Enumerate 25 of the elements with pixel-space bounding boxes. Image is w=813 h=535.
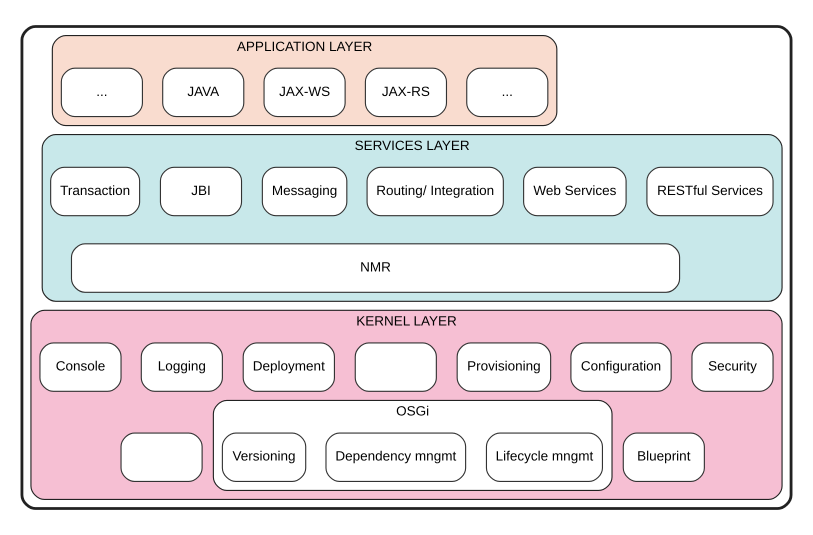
node-box: Configuration [570,342,672,392]
node-box: Logging [140,342,223,392]
node-box [354,342,437,392]
node-box: Routing/ Integration [366,166,504,216]
node-box: JAVA [162,68,244,118]
node-box: ... [60,68,143,118]
node-box: Dependency mngmt [325,432,466,482]
node-box: Blueprint [622,432,705,482]
node-box: Transaction [50,166,140,216]
node-box: Web Services [523,166,627,216]
node-box: Deployment [242,342,335,392]
node-box: Versioning [222,432,306,482]
node-box: NMR [70,243,680,293]
node-box [120,432,203,482]
node-box: Provisioning [456,342,552,392]
node-box: Messaging [262,166,348,216]
node-box: Console [39,342,122,392]
node-box: JAX-RS [364,68,448,118]
node-box: JBI [160,166,242,216]
node-box: Lifecycle mngmt [486,432,603,482]
node-box: JAX-WS [263,68,346,118]
node-box: RESTful Services [646,166,774,216]
node-box: Security [691,342,774,392]
cluster [20,25,792,510]
node-box: ... [466,68,548,118]
